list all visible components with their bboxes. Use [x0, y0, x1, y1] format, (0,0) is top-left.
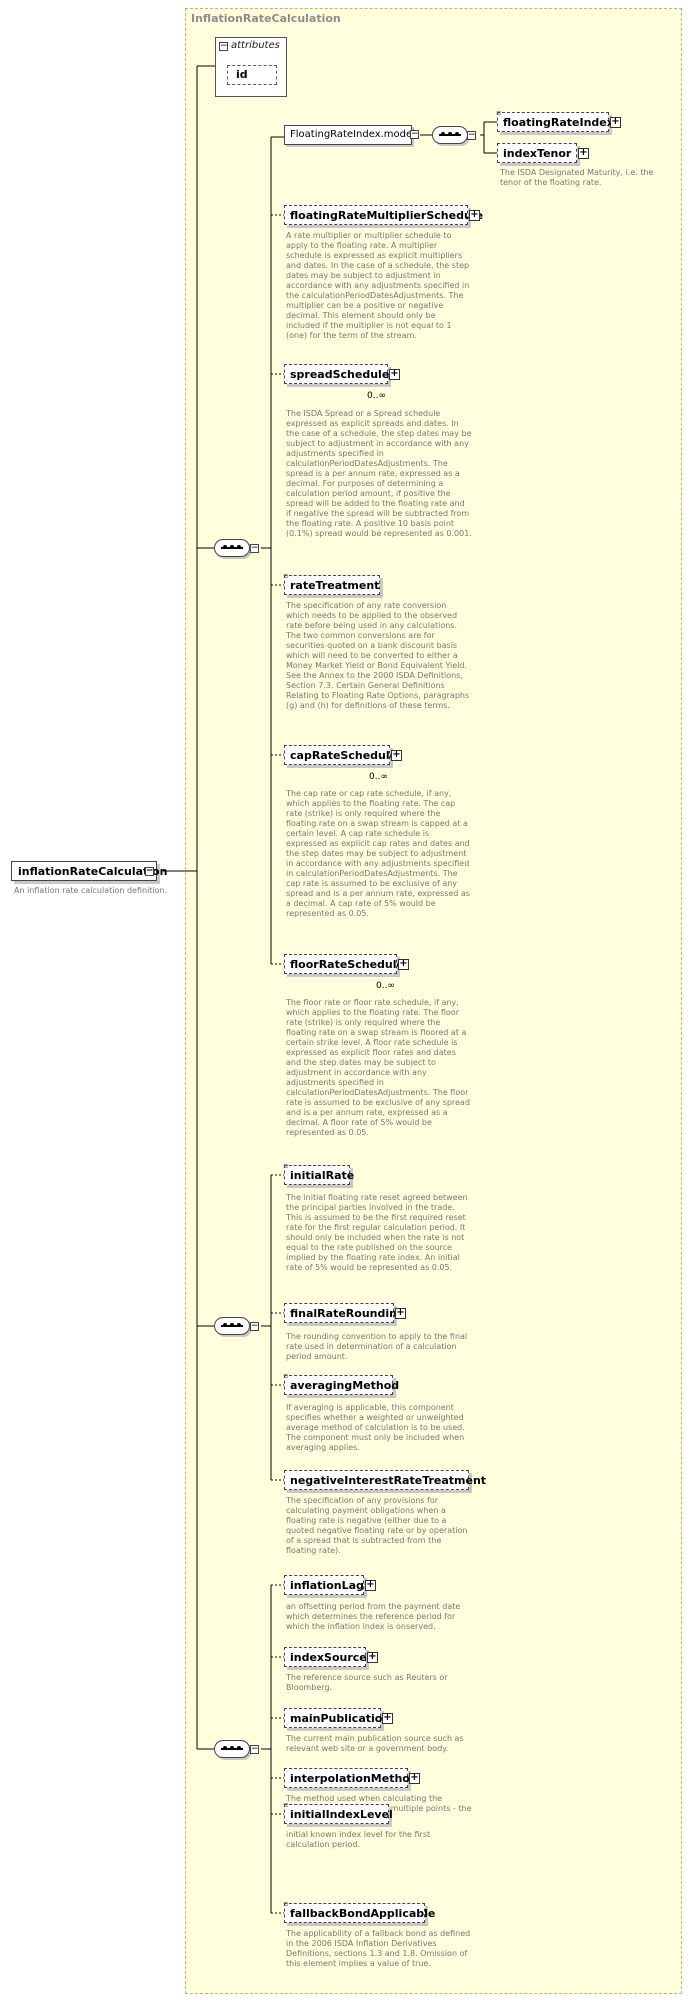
- expand-icon[interactable]: +: [391, 749, 402, 761]
- type-title: InflationRateCalculation: [191, 12, 341, 25]
- expand-icon[interactable]: +: [610, 116, 621, 128]
- sequence-icon[interactable]: [214, 1740, 250, 1758]
- sequence-icon[interactable]: [214, 539, 250, 557]
- element-floorRateSchedule[interactable]: floorRateSchedule +: [284, 954, 409, 974]
- element-inflationLag[interactable]: inflationLag +: [284, 1575, 376, 1595]
- collapse-icon[interactable]: −: [250, 1744, 259, 1754]
- element-doc: The specification of any rate conversion…: [286, 601, 470, 710]
- attributes-marker-icon: ≡: [283, 572, 289, 580]
- sequence-icon[interactable]: [432, 126, 468, 144]
- element-doc: The floor rate or floor rate schedule, i…: [286, 998, 470, 1137]
- attributes-marker-icon: ≡: [283, 1372, 289, 1380]
- element-label: averagingMethod: [290, 1379, 400, 1392]
- attributes-marker-icon: ≡: [496, 109, 502, 117]
- element-label: initialRate: [290, 1169, 355, 1182]
- element-label: floatingRateMultiplierSchedule: [290, 209, 484, 222]
- expand-icon[interactable]: +: [409, 1772, 420, 1784]
- element-initialIndexLevel[interactable]: ≡ initialIndexLevel: [283, 1801, 393, 1824]
- element-doc: The initial floating rate reset agreed b…: [286, 1193, 468, 1272]
- expand-icon[interactable]: +: [365, 1579, 376, 1591]
- attributes-marker-icon: ≡: [283, 1900, 289, 1908]
- element-label: mainPublication: [290, 1712, 391, 1725]
- expand-icon[interactable]: +: [469, 209, 480, 221]
- element-doc: The ISDA Spread or a Spread schedule exp…: [286, 409, 472, 538]
- element-averagingMethod[interactable]: ≡ averagingMethod: [283, 1372, 399, 1395]
- element-label: indexSource: [290, 1651, 367, 1664]
- element-label: floorRateSchedule: [290, 958, 404, 971]
- element-negativeInterestRateTreatment[interactable]: negativeInterestRateTreatment: [284, 1470, 486, 1490]
- element-doc: an offsetting period from the payment da…: [286, 1602, 461, 1631]
- occurrence-label: 0..∞: [369, 772, 388, 782]
- expand-icon[interactable]: +: [395, 1307, 406, 1319]
- expand-icon[interactable]: +: [389, 368, 400, 380]
- expand-icon[interactable]: +: [382, 1712, 393, 1724]
- attribute-id[interactable]: id: [227, 65, 277, 85]
- expand-icon[interactable]: +: [398, 958, 409, 970]
- root-element-label: inflationRateCalculation: [18, 865, 168, 878]
- element-doc: The ISDA Designated Maturity, i.e. the t…: [500, 168, 654, 187]
- element-initialRate[interactable]: ≡ initialRate: [283, 1162, 354, 1185]
- root-doc: An inflation rate calculation definition…: [14, 886, 168, 895]
- element-doc: initial known index level for the first …: [286, 1830, 431, 1849]
- attributes-marker-icon: ≡: [283, 1801, 289, 1809]
- collapse-icon[interactable]: −: [145, 866, 154, 876]
- element-mainPublication[interactable]: mainPublication +: [284, 1708, 393, 1728]
- element-label: finalRateRounding: [290, 1307, 405, 1320]
- element-label: negativeInterestRateTreatment: [290, 1474, 487, 1487]
- collapse-icon[interactable]: −: [250, 1321, 259, 1331]
- element-finalRateRounding[interactable]: finalRateRounding +: [284, 1303, 406, 1323]
- element-doc: If averaging is applicable, this compone…: [286, 1403, 465, 1452]
- element-label: floatingRateIndex: [503, 116, 614, 129]
- attributes-marker-icon: ≡: [283, 1162, 289, 1170]
- element-doc: The reference source such as Reuters or …: [286, 1673, 448, 1692]
- element-doc: A rate multiplier or multiplier schedule…: [286, 231, 470, 340]
- model-group[interactable]: FloatingRateIndex.model: [284, 125, 415, 145]
- model-group-label: FloatingRateIndex.model: [290, 129, 415, 140]
- element-doc: The rounding convention to apply to the …: [286, 1332, 468, 1361]
- element-indexTenor[interactable]: indexTenor +: [497, 143, 589, 163]
- element-label: interpolationMethod: [290, 1772, 418, 1785]
- element-floatingRateIndex[interactable]: ≡ floatingRateIndex +: [496, 109, 621, 132]
- expand-icon[interactable]: +: [578, 147, 589, 159]
- expand-icon[interactable]: +: [367, 1651, 378, 1663]
- collapse-icon[interactable]: −: [250, 543, 259, 553]
- element-capRateSchedule[interactable]: capRateSchedule +: [284, 745, 402, 765]
- root-element[interactable]: inflationRateCalculation −: [11, 861, 167, 881]
- element-doc: The applicability of a fallback bond as …: [286, 1929, 471, 1968]
- element-label: fallbackBondApplicable: [290, 1907, 436, 1920]
- element-label: rateTreatment: [290, 579, 380, 592]
- attributes-collapse-toggle[interactable]: −: [219, 41, 228, 51]
- element-rateTreatment[interactable]: ≡ rateTreatment: [283, 572, 380, 595]
- element-label: capRateSchedule: [290, 749, 398, 762]
- element-interpolationMethod[interactable]: interpolationMethod +: [284, 1768, 420, 1788]
- element-fallbackBondApplicable[interactable]: ≡ fallbackBondApplicable: [283, 1900, 435, 1923]
- element-label: initialIndexLevel: [290, 1808, 393, 1821]
- sequence-icon[interactable]: [214, 1317, 250, 1335]
- element-indexSource[interactable]: indexSource +: [284, 1647, 378, 1667]
- element-doc: The cap rate or cap rate schedule, if an…: [286, 789, 470, 918]
- occurrence-label: 0..∞: [367, 391, 386, 401]
- element-label: inflationLag: [290, 1579, 364, 1592]
- element-spreadSchedule[interactable]: spreadSchedule +: [284, 364, 400, 384]
- element-label: spreadSchedule: [290, 368, 390, 381]
- element-floatingRateMultiplierSchedule[interactable]: floatingRateMultiplierSchedule +: [284, 205, 483, 225]
- complex-type-box: [185, 8, 682, 1994]
- occurrence-label: 0..∞: [376, 981, 395, 991]
- collapse-icon[interactable]: −: [410, 129, 419, 139]
- element-label: indexTenor: [503, 147, 572, 160]
- element-doc: The specification of any provisions for …: [286, 1496, 468, 1555]
- collapse-icon[interactable]: −: [467, 130, 476, 140]
- attributes-label: attributes: [231, 40, 280, 51]
- element-doc: The current main publication source such…: [286, 1734, 464, 1753]
